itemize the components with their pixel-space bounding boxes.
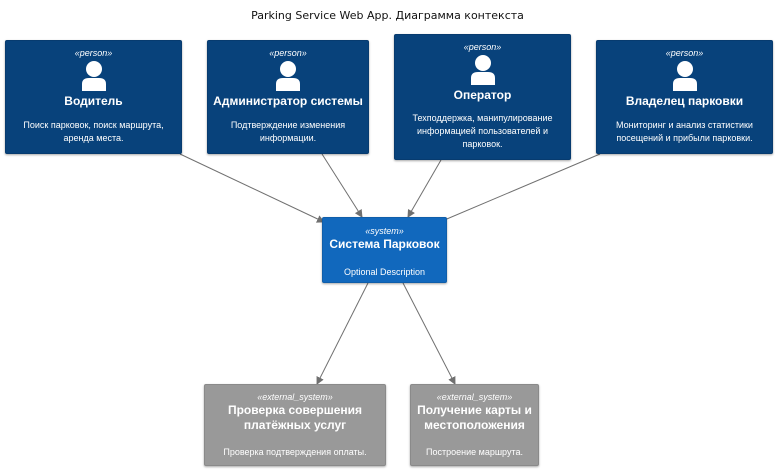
person-icon (672, 61, 697, 91)
edge-system-to-payment (316, 282, 369, 385)
person-operator[interactable]: «person» Оператор Техподдержка, манипули… (394, 34, 571, 160)
person-driver[interactable]: «person» Водитель Поиск парковок, поиск … (5, 40, 182, 154)
system-parking[interactable]: «system» Система Парковок Optional Descr… (322, 217, 447, 283)
person-icon (470, 55, 495, 85)
edge-system-to-map (402, 282, 456, 385)
external-system-description: Проверка подтверждения оплаты. (223, 447, 367, 457)
edge-owner-to-system (434, 153, 601, 225)
stereotype-label: «person» (665, 48, 704, 58)
stereotype-label: «person» (74, 48, 113, 58)
system-name: Система Парковок (329, 237, 440, 251)
person-name: Водитель (64, 94, 123, 108)
external-system-description: Построение маршрута. (426, 447, 523, 457)
person-parking-owner[interactable]: «person» Владелец парковки Мониторинг и … (596, 40, 773, 154)
external-system-map-location[interactable]: «external_system» Получение карты и мест… (410, 384, 539, 466)
person-icon (276, 61, 300, 91)
person-name: Владелец парковки (625, 94, 744, 108)
system-description: Optional Description (343, 267, 426, 277)
stereotype-label: «person» (463, 42, 502, 52)
stereotype-label: «person» (269, 48, 307, 58)
edge-operator-to-system (407, 159, 442, 218)
person-icon (81, 61, 106, 91)
stereotype-label: «external_system» (436, 392, 513, 402)
edge-admin-to-system (321, 153, 363, 218)
person-description: Техподдержка, манипулирование информацие… (412, 113, 553, 149)
edge-driver-to-system (179, 153, 325, 223)
external-system-name: Получение карты и местоположения (417, 403, 532, 432)
external-system-name: Проверка совершения платёжных услуг (227, 403, 363, 432)
stereotype-label: «external_system» (257, 392, 333, 402)
person-name: Администратор системы (213, 94, 363, 108)
person-description: Подтверждение изменения информации. (230, 120, 346, 143)
person-description: Поиск парковок, поиск маршрута, аренда м… (23, 120, 164, 143)
person-description: Мониторинг и анализ статистики посещений… (616, 120, 753, 143)
external-system-payment-check[interactable]: «external_system» Проверка совершения пл… (204, 384, 386, 466)
person-name: Оператор (453, 88, 512, 102)
stereotype-label: «system» (365, 226, 404, 236)
diagram-title: Parking Service Web App. Диаграмма конте… (251, 9, 524, 22)
person-system-admin[interactable]: «person» Администратор системы Подтвержд… (207, 40, 369, 154)
